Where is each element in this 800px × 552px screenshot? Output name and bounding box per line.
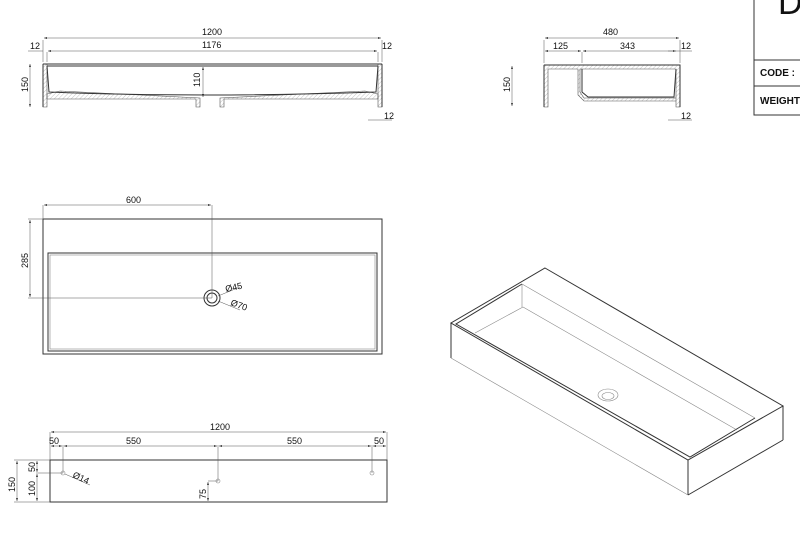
- dim-overall-depth: 480: [603, 27, 618, 37]
- dim-basin: 343: [620, 41, 635, 51]
- dim-drain-outer-dia: Ø70: [229, 297, 248, 312]
- isometric-view: [450, 267, 785, 496]
- dim-drain-from-back: 285: [20, 253, 30, 268]
- dim-hole-from-top: 50: [27, 462, 37, 472]
- dim-drain-inner-dia: Ø45: [224, 281, 243, 294]
- rear-view: 1200 50 550 550 50 150 50 100 75 Ø14: [7, 422, 388, 503]
- dim-hole-dia: Ø14: [71, 470, 91, 486]
- dim-deck: 125: [553, 41, 568, 51]
- title-letter: D: [778, 0, 800, 22]
- dim-height: 150: [7, 477, 17, 492]
- code-label: CODE :: [760, 68, 795, 79]
- dim-hole-from-bottom: 100: [27, 481, 37, 496]
- dim-inner-width: 1176: [202, 40, 221, 50]
- dim-span-right: 550: [287, 436, 302, 446]
- dim-inner-depth: 110: [192, 73, 202, 87]
- dim-edge-right: 50: [374, 436, 384, 446]
- dim-right-wall: 12: [382, 41, 392, 51]
- dim-bottom-thickness: 12: [681, 111, 691, 121]
- dim-height: 150: [20, 77, 30, 92]
- dim-edge-left: 50: [49, 436, 59, 446]
- dim-bottom-thickness: 12: [384, 111, 394, 121]
- dim-overall-width: 1200: [210, 422, 230, 432]
- side-section-view: 480 125 343 12 12 150: [502, 27, 692, 121]
- dim-overall-width: 1200: [202, 27, 222, 37]
- title-block: D CODE : WEIGHT: [753, 0, 800, 116]
- dim-height: 150: [502, 77, 512, 92]
- dim-left-wall: 12: [30, 41, 40, 51]
- top-view: 600 285 Ø45 Ø70: [20, 195, 383, 355]
- weight-label: WEIGHT: [760, 96, 800, 107]
- front-section-view: 1200 1176 12 12 12 150 110: [20, 27, 394, 121]
- dim-drain-offset: 600: [126, 195, 141, 205]
- dim-span-left: 550: [126, 436, 141, 446]
- dim-center-hole-height: 75: [198, 489, 208, 499]
- dim-wall: 12: [681, 41, 691, 51]
